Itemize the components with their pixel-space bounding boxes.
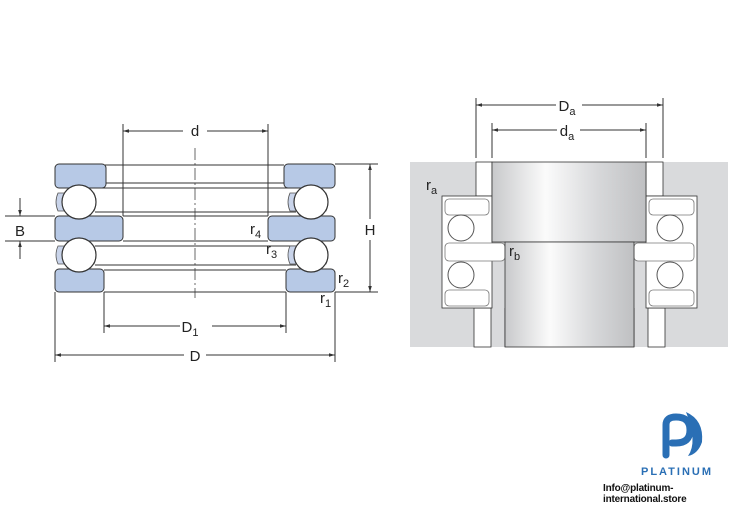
- r2-label: r2: [338, 270, 349, 290]
- ball: [61, 237, 97, 273]
- ball: [293, 237, 329, 273]
- housing-washer-top-left: [54, 163, 107, 189]
- bearing-right: [633, 195, 698, 309]
- r4-label: r4: [250, 221, 261, 241]
- ra-label: ra: [426, 177, 438, 197]
- rb-label: rb: [509, 243, 520, 263]
- ball: [293, 184, 329, 220]
- dim-da-label: da: [560, 123, 575, 143]
- dim-Da-label: Da: [559, 98, 577, 118]
- shaft-shoulder: [491, 161, 647, 243]
- bearing-left: [441, 195, 506, 309]
- shaft-washer-left: [54, 215, 124, 242]
- r1-label: r1: [320, 290, 331, 310]
- r3-label: r3: [266, 241, 277, 261]
- ball: [61, 184, 97, 220]
- dim-D-label: D: [190, 348, 201, 365]
- mounting-section: Da da ra rb: [410, 98, 728, 348]
- contact-email: Info@platinum-international.store: [603, 483, 687, 505]
- dim-d-label: d: [191, 123, 199, 140]
- dim-b-label: B: [15, 223, 25, 240]
- thrust-bearing-section: d B: [5, 123, 378, 365]
- logo-brand-text: PLATINUM: [640, 466, 713, 478]
- shaft-washer-right: [267, 215, 336, 242]
- shaft: [504, 241, 635, 348]
- dim-d1-label: D1: [182, 319, 199, 339]
- dim-h-label: H: [365, 222, 376, 239]
- housing-washer-top-right: [283, 163, 336, 189]
- platinum-logo: [646, 412, 703, 459]
